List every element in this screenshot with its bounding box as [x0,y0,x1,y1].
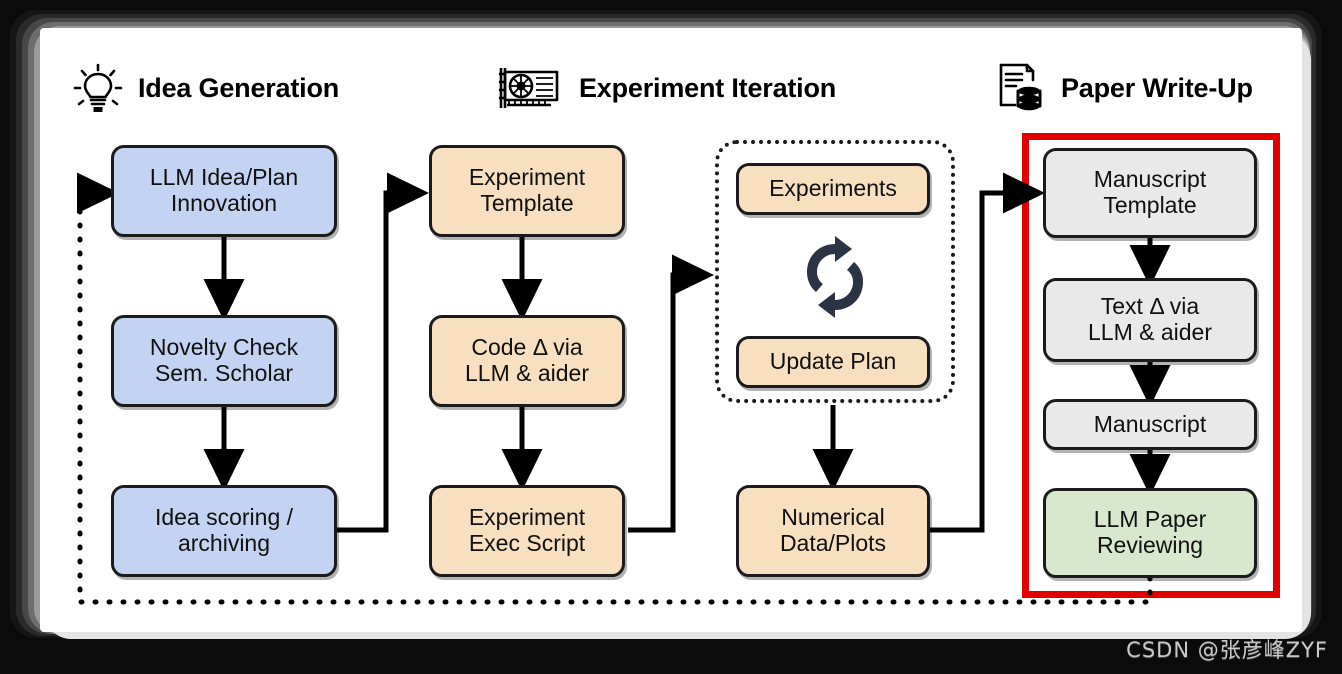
header-title: Experiment Iteration [579,73,837,103]
header-experiment-iteration: Experiment Iteration [495,58,836,119]
gpu-card-icon [495,58,565,119]
watermark: CSDN @张彦峰ZYF [1126,638,1328,662]
node-experiment-template[interactable]: Experiment Template [429,145,625,237]
header-title: Idea Generation [138,73,340,103]
node-experiment-exec-script[interactable]: Experiment Exec Script [429,485,625,577]
node-update-plan[interactable]: Update Plan [736,336,930,388]
header-paper-write-up: Paper Write-Up [995,58,1253,119]
cycle-refresh-icon [790,232,880,322]
node-idea-scoring-archiving[interactable]: Idea scoring / archiving [111,485,337,577]
lightbulb-icon [72,58,124,119]
node-manuscript-template[interactable]: Manuscript Template [1043,148,1257,238]
header-idea-generation: Idea Generation [72,58,339,119]
document-database-icon [995,58,1047,119]
header-title: Paper Write-Up [1061,73,1253,103]
node-llm-idea-plan-innovation[interactable]: LLM Idea/Plan Innovation [111,145,337,237]
node-text-delta-via-llm-aider[interactable]: Text Δ via LLM & aider [1043,278,1257,362]
node-code-delta-via-llm-aider[interactable]: Code Δ via LLM & aider [429,315,625,407]
node-experiments[interactable]: Experiments [736,163,930,215]
node-novelty-check-sem-scholar[interactable]: Novelty Check Sem. Scholar [111,315,337,407]
node-manuscript[interactable]: Manuscript [1043,399,1257,450]
node-llm-paper-reviewing[interactable]: LLM Paper Reviewing [1043,488,1257,578]
node-numerical-data-plots[interactable]: Numerical Data/Plots [736,485,930,577]
